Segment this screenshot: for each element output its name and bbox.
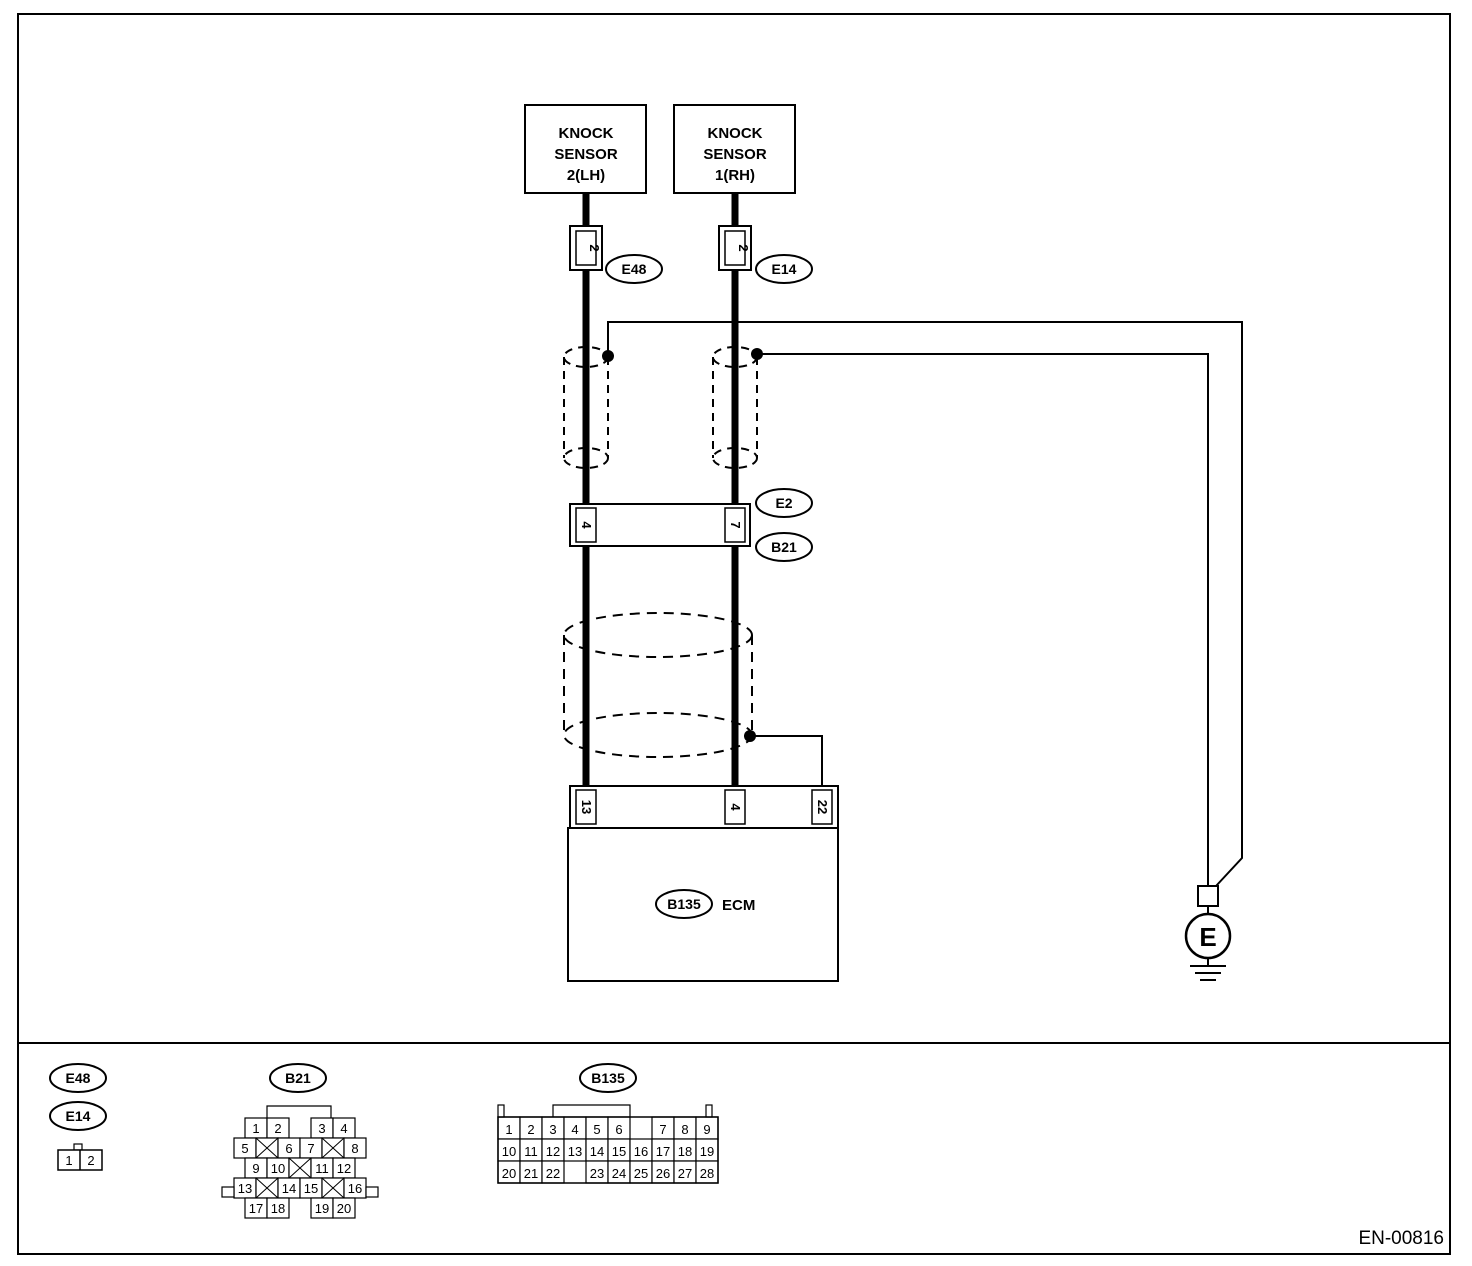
pin-number: 21: [524, 1166, 538, 1181]
pin-number: 25: [634, 1166, 648, 1181]
pin-number: 19: [700, 1144, 714, 1159]
pin-cell: [332, 1197, 356, 1219]
pin-number: 16: [348, 1181, 362, 1196]
e48-tag: E48: [622, 261, 647, 277]
ecm-pin-label-shield: 22: [815, 800, 830, 814]
e14-pin-label: 2: [736, 244, 751, 251]
pin-number: 14: [282, 1181, 296, 1196]
pin-number: 15: [304, 1181, 318, 1196]
pin-number: 20: [337, 1201, 351, 1216]
pin-number: 14: [590, 1144, 604, 1159]
figure-code: EN-00816: [1358, 1228, 1444, 1249]
ecm-pin-label-lh: 13: [579, 800, 594, 814]
pin-number: 27: [678, 1166, 692, 1181]
legend-e48-tag: E48: [66, 1070, 91, 1086]
pin-number: 10: [502, 1144, 516, 1159]
knock-sensor-lh-line2: SENSOR: [554, 146, 618, 163]
pin-number: 5: [241, 1141, 248, 1156]
ecm-connector-tag: B135: [667, 896, 701, 912]
knock-sensor-rh-line3: 1(RH): [715, 167, 755, 184]
pin-number: 28: [700, 1166, 714, 1181]
legend-b135-tag: B135: [591, 1070, 625, 1086]
knock-sensor-rh-line1: KNOCK: [708, 125, 763, 142]
pin-number: 8: [351, 1141, 358, 1156]
pin-number: 2: [527, 1122, 534, 1137]
splice-dot-ecm: [744, 730, 756, 742]
pin-number: 10: [271, 1161, 285, 1176]
pin-number: 18: [271, 1201, 285, 1216]
shield-lower: [563, 612, 753, 758]
pin-number: 26: [656, 1166, 670, 1181]
pin-number: 7: [307, 1141, 314, 1156]
pin-number: 3: [549, 1122, 556, 1137]
pin-number: 11: [524, 1144, 538, 1159]
pin-number: 17: [656, 1144, 670, 1159]
pin-number: 19: [315, 1201, 329, 1216]
pin-number: 18: [678, 1144, 692, 1159]
pin-number: 22: [546, 1166, 560, 1181]
knock-sensor-lh-line1: KNOCK: [559, 125, 614, 142]
knock-sensor-rh: KNOCK SENSOR 1(RH): [673, 104, 796, 194]
ecm-label: ECM: [722, 897, 755, 914]
legend-e14-tag: E14: [66, 1108, 91, 1124]
pin-number: 17: [249, 1201, 263, 1216]
ecm-connector: 13 4 22: [569, 785, 839, 829]
pin-number: 9: [252, 1161, 259, 1176]
pin-number: 13: [238, 1181, 252, 1196]
pin-number: 9: [703, 1122, 710, 1137]
connector-e48: 2 E48: [569, 225, 663, 284]
connector-e14: 2 E14: [718, 225, 813, 284]
b21-tag: B21: [771, 539, 797, 555]
shield-drain-wire-lh: [607, 321, 1243, 887]
pin-number: 15: [612, 1144, 626, 1159]
pin-number: 7: [659, 1122, 666, 1137]
pin-number: 24: [612, 1166, 626, 1181]
ground-label: E: [1199, 922, 1216, 952]
diagram-frame: [17, 13, 1451, 1255]
shield-drain-wire-ecm: [750, 735, 823, 790]
ground-symbol: E: [1184, 885, 1232, 981]
pin-number: 11: [315, 1161, 329, 1176]
shield-drain-wire-rh: [757, 353, 1209, 886]
splice-dot-rh: [751, 348, 763, 360]
pin-number: 12: [546, 1144, 560, 1159]
pin-number: 6: [615, 1122, 622, 1137]
knock-sensor-lh: KNOCK SENSOR 2(LH): [524, 104, 647, 194]
pin-number: 16: [634, 1144, 648, 1159]
knock-sensor-rh-line2: SENSOR: [703, 146, 767, 163]
pin-number: 3: [318, 1121, 325, 1136]
pin-number: 13: [568, 1144, 582, 1159]
pin-number: 12: [337, 1161, 351, 1176]
pin-number: 8: [681, 1122, 688, 1137]
pin-number: 1: [505, 1122, 512, 1137]
pin-number: 4: [571, 1122, 578, 1137]
e2-tag: E2: [775, 495, 792, 511]
pin-number: 1: [252, 1121, 259, 1136]
e2-pin-label-rh: 7: [728, 521, 743, 528]
pin-number: 2: [274, 1121, 281, 1136]
pin-number: 6: [285, 1141, 292, 1156]
pin-number: 23: [590, 1166, 604, 1181]
pin-number: 5: [593, 1122, 600, 1137]
e48-pin-label: 2: [587, 244, 602, 251]
e2-pin-label-lh: 4: [579, 521, 594, 529]
legend-e48-pin-1: 1: [65, 1153, 72, 1168]
splice-dot-lh: [602, 350, 614, 362]
legend-e48-pin-2: 2: [87, 1153, 94, 1168]
legend-b21-tag: B21: [285, 1070, 311, 1086]
legend-e48-e14: E48 E14 1 2: [49, 1063, 107, 1171]
ecm-pin-label-rh: 4: [728, 803, 743, 811]
ecm-unit: B135 ECM: [567, 827, 839, 982]
connector-e2-b21: 4 7 E2 B21: [569, 488, 813, 562]
e14-tag: E14: [772, 261, 797, 277]
pin-number: 4: [340, 1121, 347, 1136]
pin-number: 20: [502, 1166, 516, 1181]
knock-sensor-lh-line3: 2(LH): [567, 167, 605, 184]
pin-cell: [266, 1197, 290, 1219]
